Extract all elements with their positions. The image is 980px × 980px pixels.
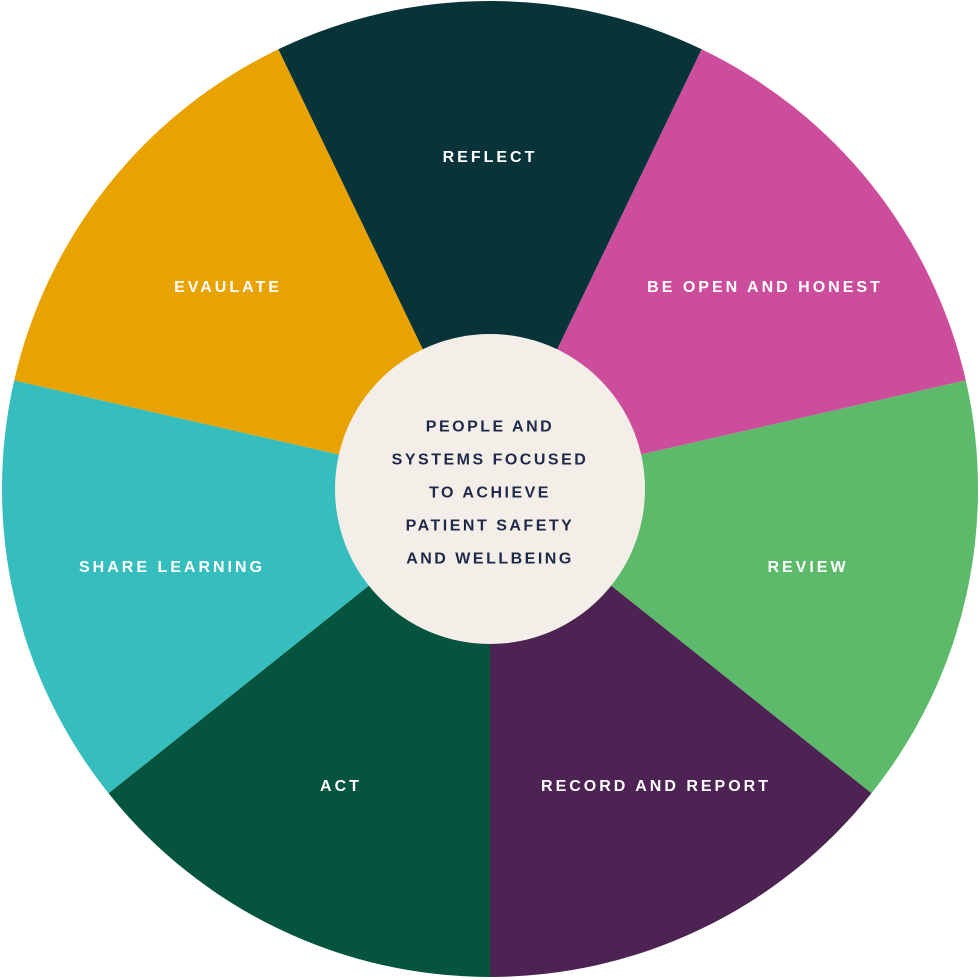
- segment-label-be-open-and-honest: BE OPEN AND HONEST: [647, 279, 883, 296]
- segment-label-record-and-report: RECORD AND REPORT: [541, 778, 771, 795]
- segment-label-evaulate: EVAULATE: [174, 279, 282, 296]
- center-statement: PEOPLE AND SYSTEMS FOCUSED TO ACHIEVE PA…: [340, 411, 640, 576]
- segment-evaulate: [14, 49, 490, 490]
- center-hub-circle: [335, 334, 645, 644]
- segment-label-review: REVIEW: [767, 559, 849, 576]
- segment-reflect: [278, 0, 702, 490]
- center-statement-line: PEOPLE AND: [425, 418, 555, 436]
- center-statement-line: AND WELLBEING: [406, 550, 574, 568]
- segment-label-share-learning: SHARE LEARNING: [78, 559, 266, 576]
- segment-be-open-and-honest: [490, 49, 966, 490]
- center-statement-line: PATIENT SAFETY: [405, 517, 575, 535]
- segment-label-reflect: REFLECT: [442, 149, 538, 166]
- center-statement-line: SYSTEMS FOCUSED: [391, 451, 589, 469]
- center-statement-line: TO ACHIEVE: [429, 484, 551, 502]
- segment-label-act: ACT: [320, 778, 362, 795]
